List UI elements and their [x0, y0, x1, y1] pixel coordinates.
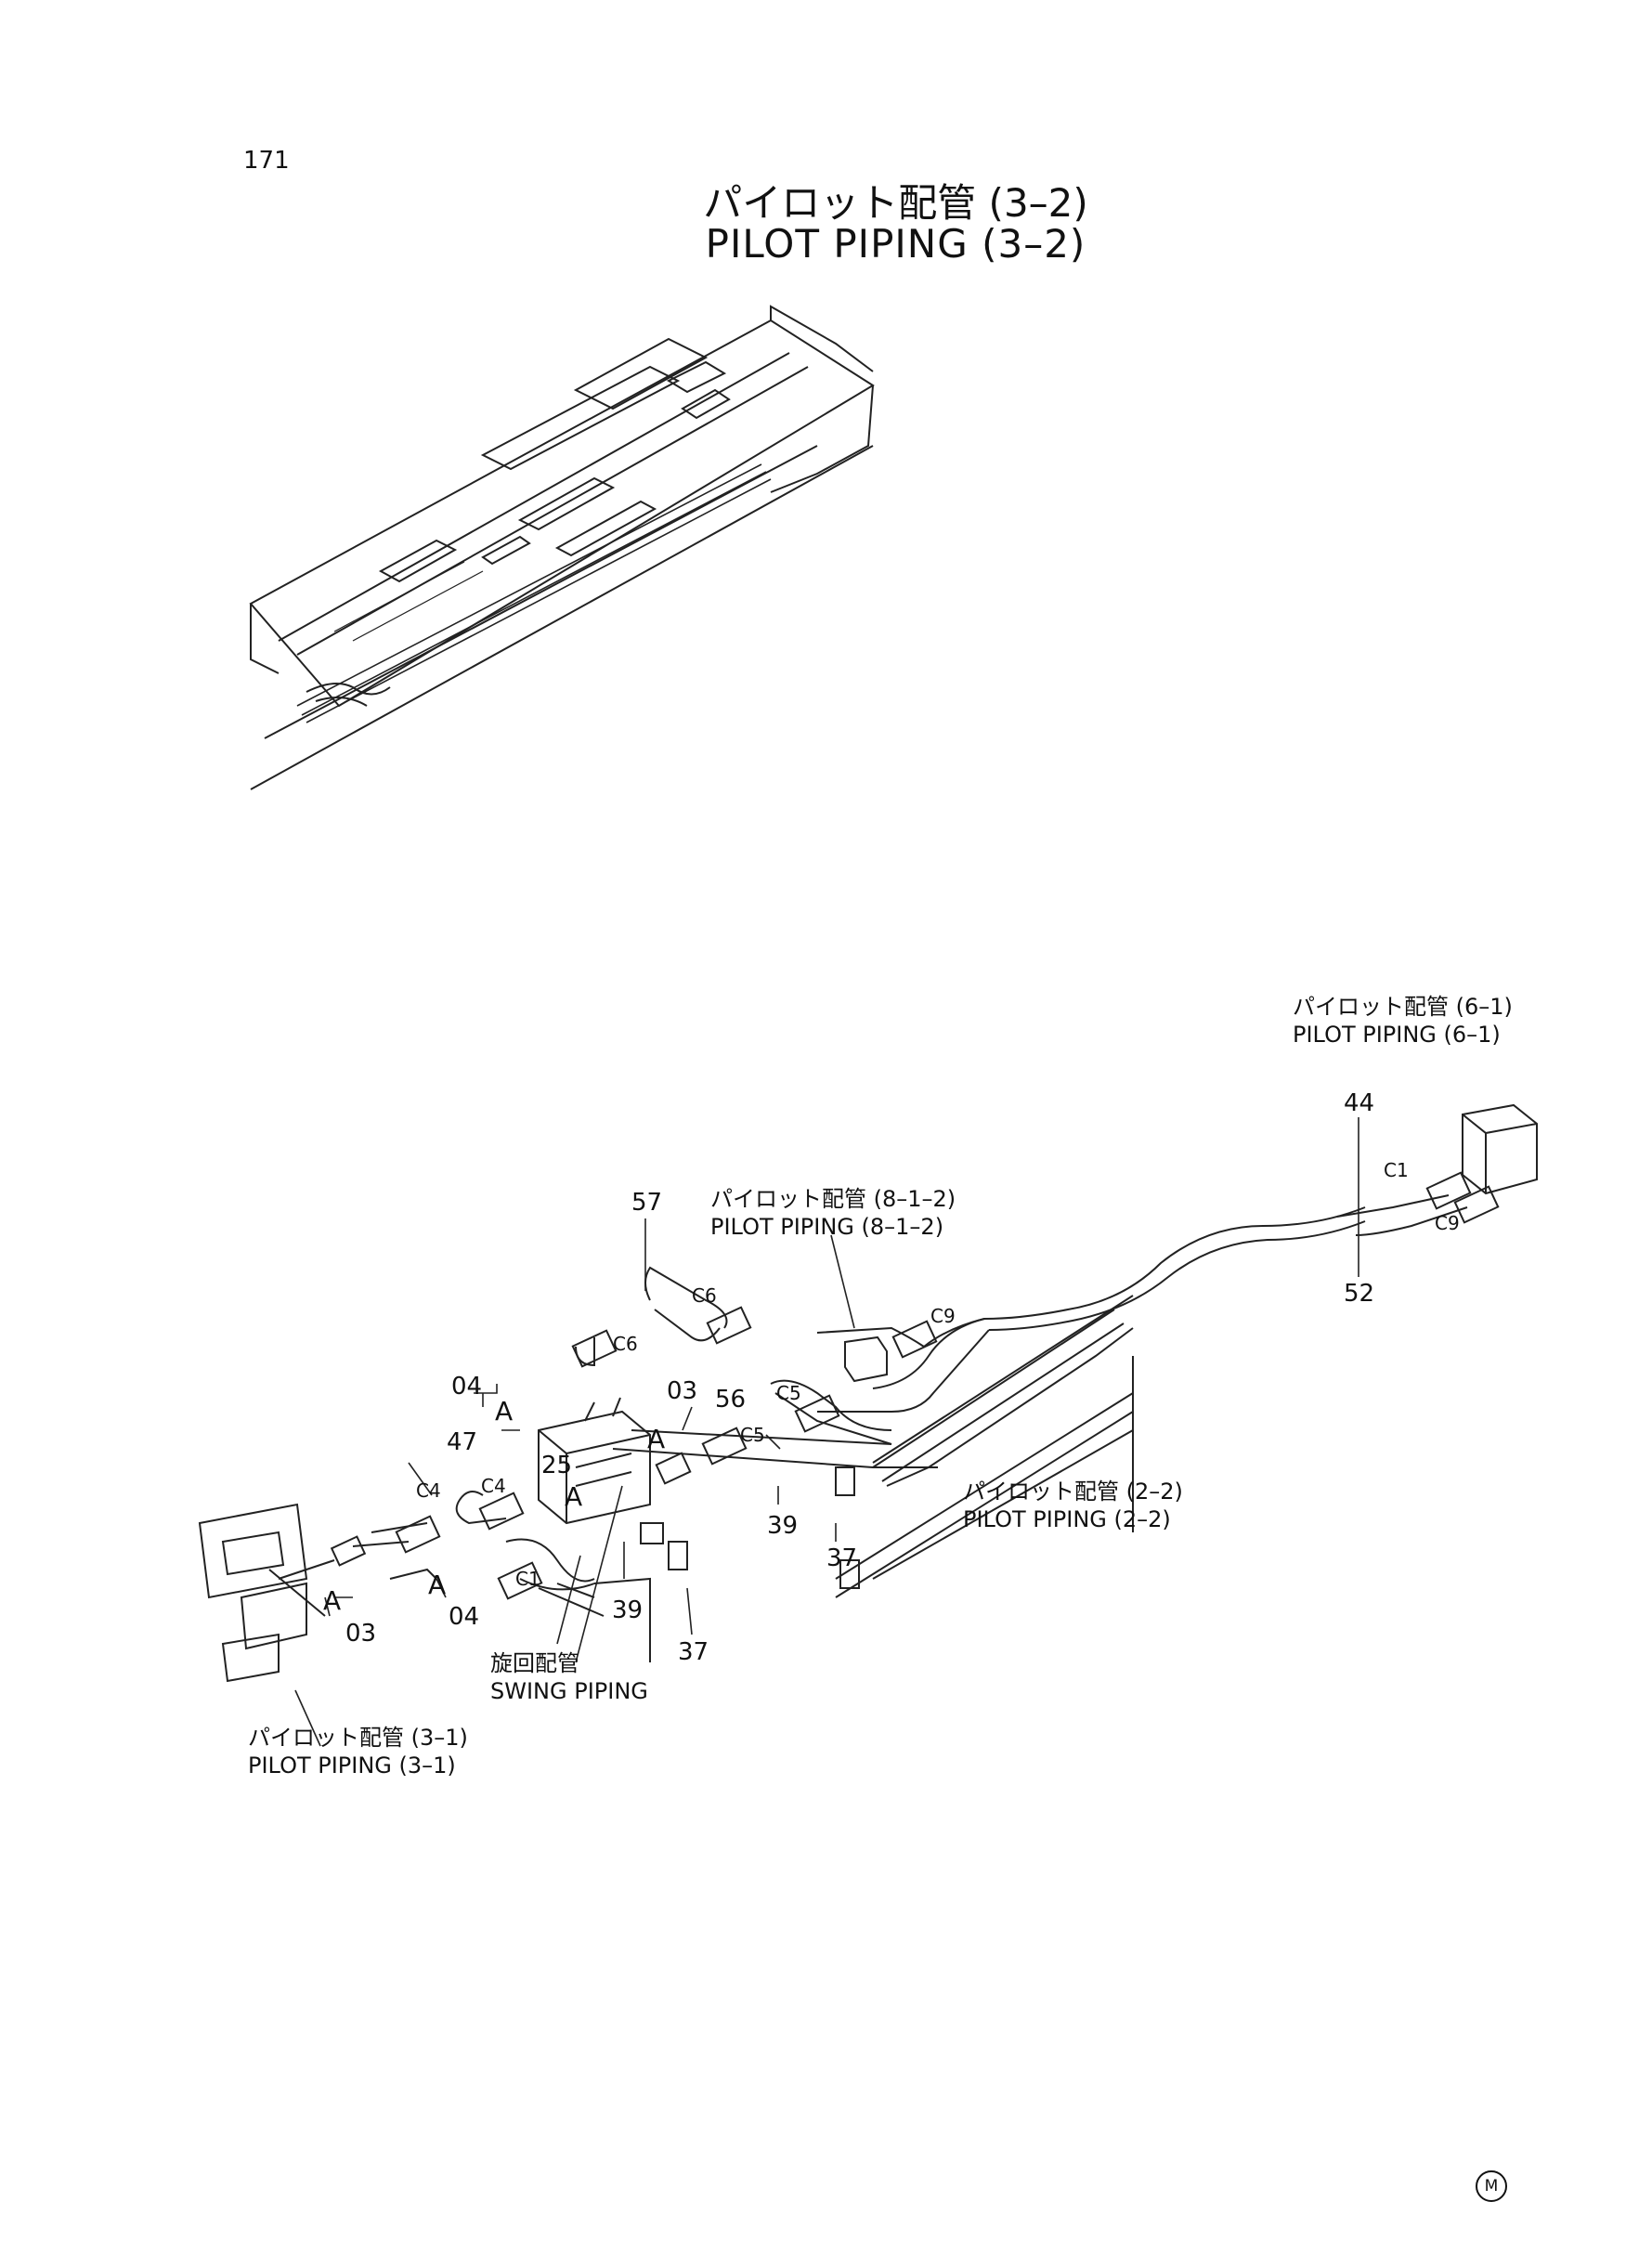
part-number-03-upper: 03 — [667, 1377, 698, 1405]
ref-pilot-2-2-jp: パイロット配管 (2–2) — [963, 1479, 1183, 1505]
ref-pilot-6-1-jp: パイロット配管 (6–1) — [1293, 994, 1513, 1020]
valve-blocks — [198, 1103, 1538, 1683]
part-number-37-right: 37 — [826, 1544, 858, 1572]
connector-c5-upper: C5 — [776, 1382, 801, 1404]
part-number-56: 56 — [715, 1386, 747, 1414]
connector-c6-upper: C6 — [692, 1284, 717, 1307]
part-number-04-upper: 04 — [451, 1373, 483, 1401]
ref-swing-en: SWING PIPING — [490, 1678, 648, 1704]
ref-swing-jp: 旋回配管 — [490, 1650, 579, 1676]
page-title-en: PILOT PIPING (3–2) — [705, 221, 1086, 267]
part-number-44: 44 — [1344, 1089, 1375, 1117]
page-number: 171 — [243, 147, 290, 175]
part-number-37-left: 37 — [678, 1638, 709, 1666]
connector-c6-lower: C6 — [613, 1333, 638, 1355]
part-number-47: 47 — [447, 1428, 478, 1456]
ref-pilot-3-1-en: PILOT PIPING (3–1) — [248, 1752, 456, 1778]
part-number-39-right: 39 — [767, 1512, 799, 1540]
part-number-03-lower: 03 — [345, 1620, 377, 1648]
connector-c1-top: C1 — [1384, 1159, 1409, 1181]
connector-c5-lower: C5 — [740, 1424, 765, 1446]
ref-pilot-6-1-en: PILOT PIPING (6–1) — [1293, 1022, 1501, 1048]
part-number-25: 25 — [541, 1452, 573, 1479]
ref-pilot-3-1-jp: パイロット配管 (3–1) — [248, 1725, 468, 1751]
connector-c9-top: C9 — [1435, 1212, 1460, 1234]
circled-m-mark: M — [1476, 2170, 1507, 2202]
ref-pilot-2-2-en: PILOT PIPING (2–2) — [963, 1506, 1171, 1532]
ref-pilot-8-1-2-en: PILOT PIPING (8–1–2) — [710, 1214, 944, 1240]
ref-pilot-8-1-2-jp: パイロット配管 (8–1–2) — [710, 1186, 956, 1212]
connector-c1-lower: C1 — [515, 1568, 540, 1590]
detail-mark-a-1: A — [495, 1396, 514, 1427]
fittings — [330, 1171, 1500, 1600]
part-number-57: 57 — [631, 1189, 663, 1217]
leader-lines — [294, 1117, 1359, 1747]
page-title-jp: パイロット配管 (3–2) — [703, 180, 1088, 226]
part-number-39-left: 39 — [612, 1596, 644, 1624]
detail-mark-a-2: A — [647, 1424, 666, 1454]
connector-c9-mid: C9 — [930, 1305, 956, 1327]
connector-c4-left: C4 — [416, 1479, 441, 1502]
machine-frame-overview — [249, 305, 875, 790]
detail-mark-a-3: A — [565, 1481, 583, 1512]
detail-mark-a-5: A — [428, 1570, 447, 1600]
part-number-04-lower: 04 — [449, 1603, 480, 1631]
part-number-52: 52 — [1344, 1280, 1375, 1308]
detail-mark-a-4: A — [323, 1585, 342, 1616]
connector-c4-right: C4 — [481, 1475, 506, 1497]
